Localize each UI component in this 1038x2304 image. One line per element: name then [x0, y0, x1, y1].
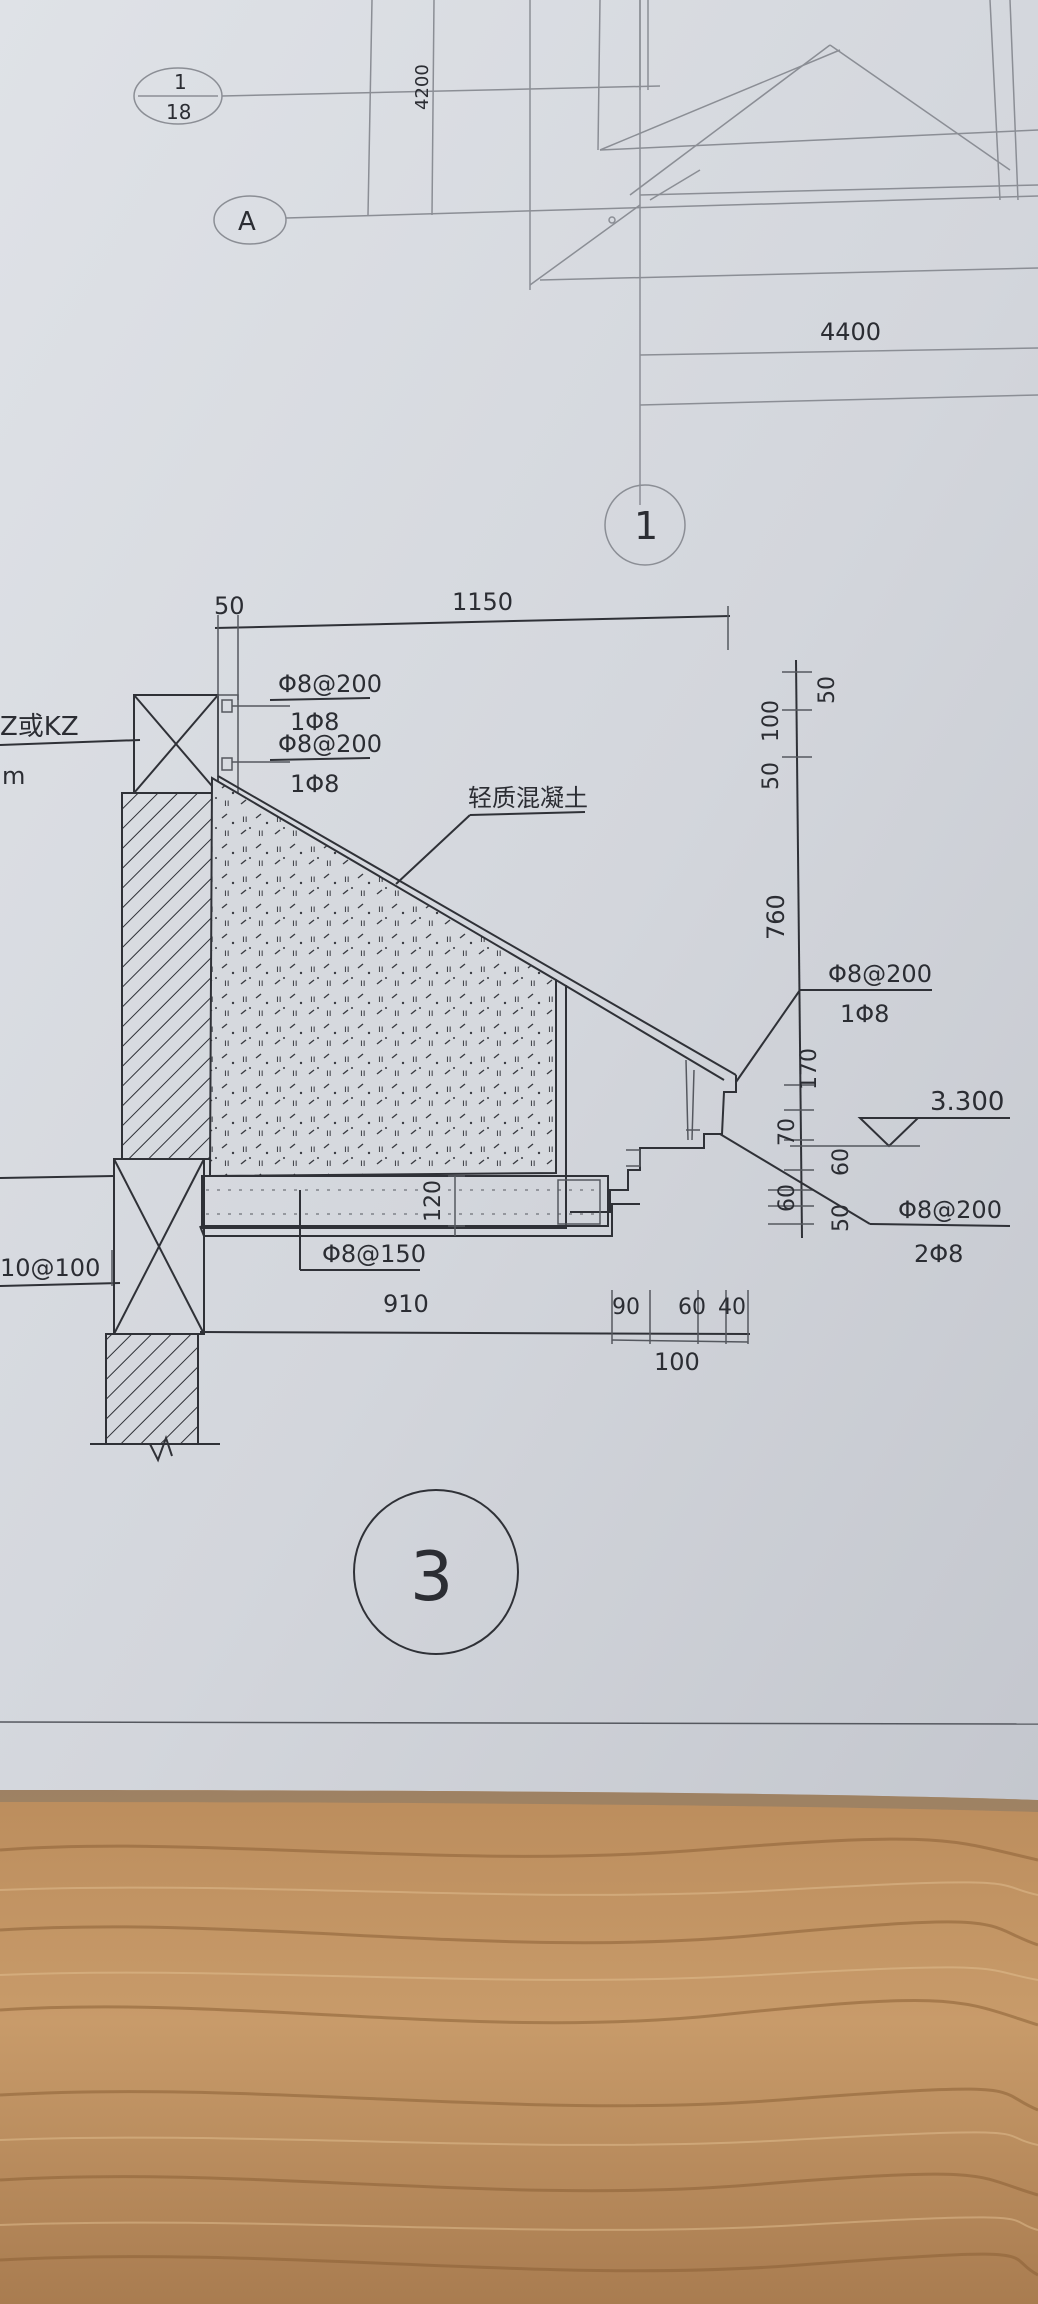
dim-4400: 4400	[820, 318, 881, 346]
dim-line-bottom	[199, 1331, 751, 1335]
dim-slab-120: 120	[421, 1180, 446, 1222]
left-label-kz: Z或KZ	[0, 712, 79, 742]
section-detail: 50 1150 Z或KZ m 10@100	[0, 588, 1011, 1655]
sheet-border-line	[0, 1721, 1038, 1725]
dim-v-50a: 50	[815, 676, 840, 704]
paper-sheet	[0, 0, 1038, 1800]
brick-wall-upper	[121, 792, 215, 1160]
top-plan: 1 18 A 4200 4400 1	[133, 0, 1038, 566]
dim-v-170: 170	[797, 1048, 822, 1090]
rebar-bottom-label: Φ8@150	[322, 1240, 426, 1268]
axis-1-label: 1	[634, 504, 658, 548]
dim-h-60: 60	[678, 1295, 706, 1320]
axis-1-18-denominator: 18	[166, 100, 191, 124]
dim-v-60a: 60	[829, 1148, 854, 1176]
slab	[201, 1175, 609, 1227]
dim-v-50b: 50	[759, 762, 784, 790]
axis-bubble-1	[604, 484, 686, 566]
rebar-top-1-label: Φ8@200	[278, 670, 382, 698]
dim-top-1150: 1150	[452, 588, 513, 616]
wood-grain-light	[0, 1881, 1038, 2231]
wood-grain	[0, 1837, 1038, 2277]
paper-shadow	[0, 1790, 1038, 1812]
dim-v-100: 100	[759, 700, 784, 742]
dim-v-60b: 60	[775, 1184, 800, 1212]
axis-bubble-a	[213, 195, 287, 245]
axis-a-label: A	[238, 207, 256, 237]
detail-bubble-3	[353, 1489, 519, 1655]
fill-material-label: 轻质混凝土	[468, 784, 588, 812]
dim-h-100: 100	[654, 1348, 700, 1376]
rebar-top-2-label: Φ8@200	[278, 730, 382, 758]
dim-line-top	[214, 615, 731, 629]
dim-h-40: 40	[718, 1295, 746, 1320]
left-label-m: m	[2, 762, 25, 790]
elevation-label: 3.300	[930, 1087, 1004, 1117]
rebar-top-2-main: 1Φ8	[290, 770, 339, 798]
dim-4200: 4200	[412, 64, 433, 110]
axis-1-18-numerator: 1	[174, 70, 187, 94]
lightweight-concrete-fill	[208, 776, 557, 1178]
left-label-stirrup: 10@100	[0, 1254, 100, 1282]
dim-h-90: 90	[612, 1295, 640, 1320]
parapet-end	[570, 1075, 737, 1213]
rebar-right-2-main: 2Φ8	[914, 1240, 963, 1268]
brick-wall-lower	[105, 1333, 199, 1445]
rebar-top-1-main: 1Φ8	[290, 708, 339, 736]
detail-number: 3	[410, 1538, 453, 1617]
rebar-right-1-label: Φ8@200	[828, 960, 932, 988]
dim-v-760: 760	[762, 894, 790, 940]
rebar-right-2-label: Φ8@200	[898, 1196, 1002, 1224]
dim-v-70: 70	[775, 1118, 800, 1146]
dim-h-910: 910	[383, 1290, 429, 1318]
rebar-right-1-main: 1Φ8	[840, 1000, 889, 1028]
dim-top-50: 50	[214, 592, 245, 620]
dim-v-50c: 50	[829, 1204, 854, 1232]
